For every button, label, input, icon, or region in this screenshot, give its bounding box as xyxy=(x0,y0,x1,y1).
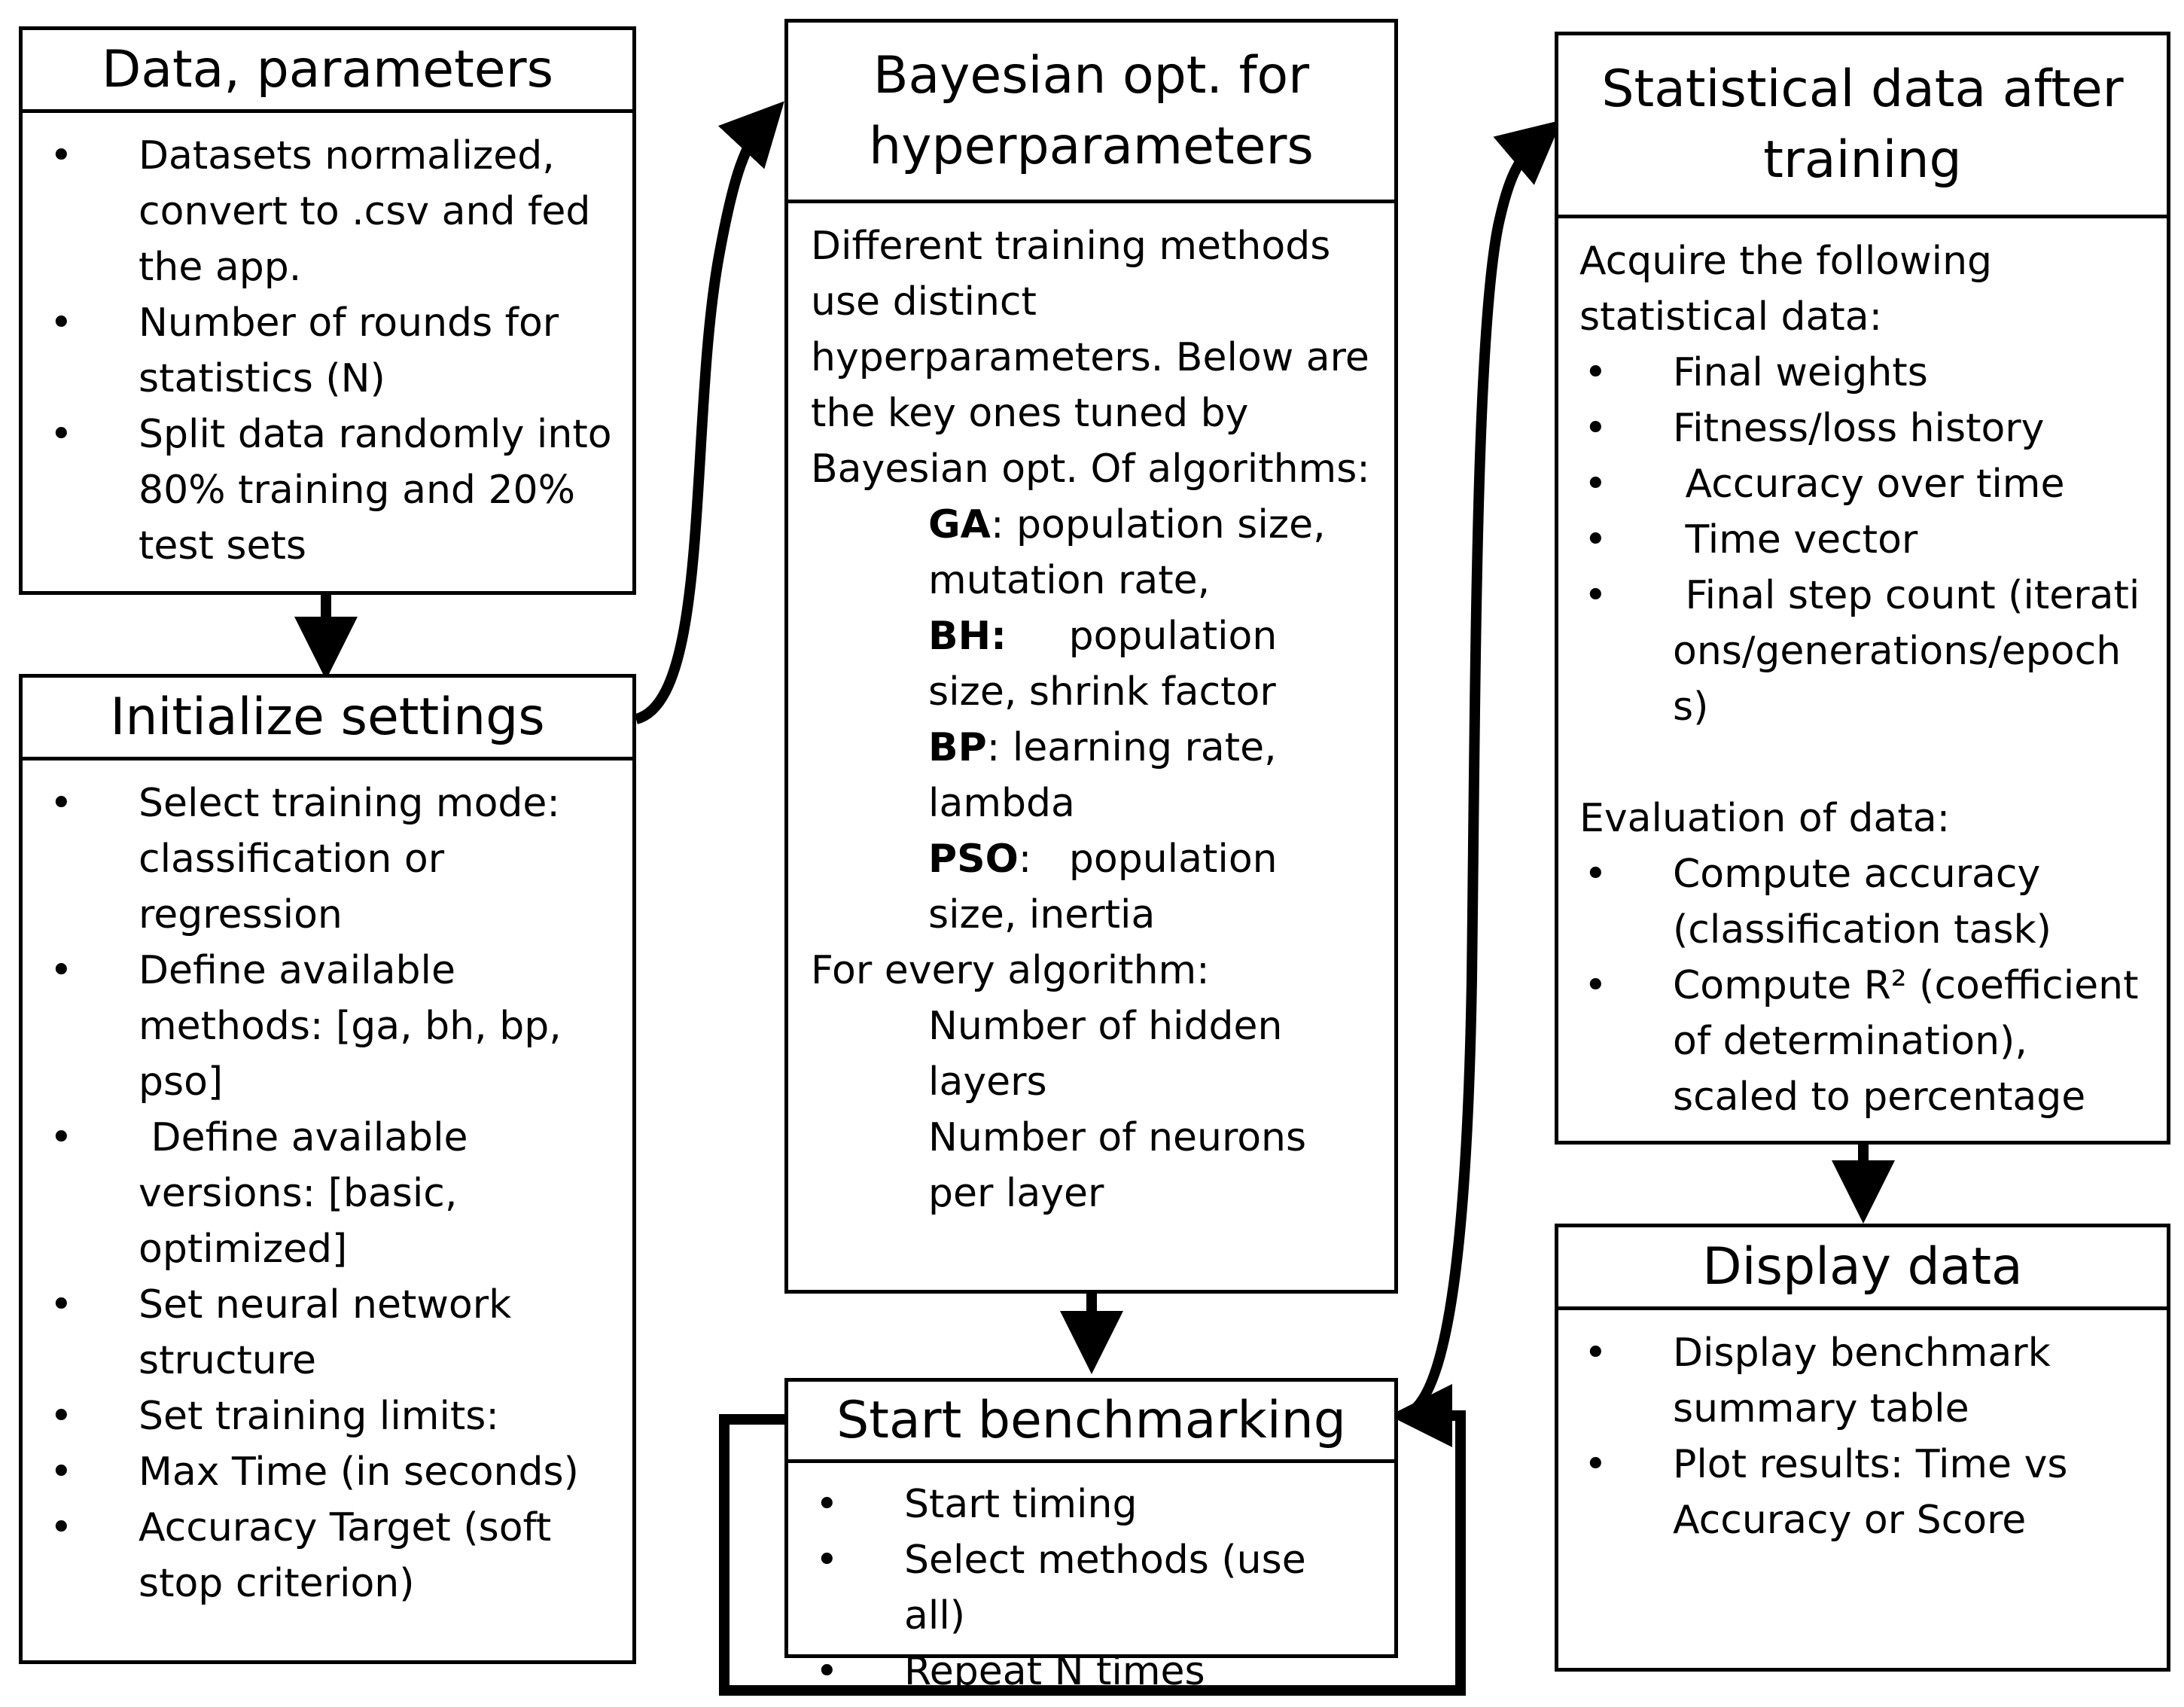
data-parameters-title: Data, parameters xyxy=(23,30,632,113)
arrow-bench-to-stats xyxy=(1402,120,1562,1421)
list-item: •Plot results: Time vs Accuracy or Score xyxy=(1584,1442,2068,1543)
algorithm-bp: BP: learning rate, lambda xyxy=(928,725,1277,826)
initialize-settings-title: Initialize settings xyxy=(23,678,632,761)
list-item: • Final step count (iterations/generatio… xyxy=(1584,573,2140,730)
list-item: •Split data randomly into 80% training a… xyxy=(50,412,612,568)
list-item: • Accuracy over time xyxy=(1584,462,2065,507)
list-item: •Datasets normalized, convert to .csv an… xyxy=(50,133,591,290)
display-data-box: Display data •Display benchmark summary … xyxy=(1555,1224,2170,1672)
initialize-settings-list: •Select training mode: classification or… xyxy=(45,776,614,1611)
list-item: •Final weights xyxy=(1584,350,1928,395)
algorithm-pso: PSO: population size, inertia xyxy=(928,837,1278,937)
repeat-loop-bracket xyxy=(719,1384,1466,1696)
statistical-data-title: Statistical data after training xyxy=(1558,35,2167,218)
list-item: •Compute R² (coefficient of determinatio… xyxy=(1584,963,2139,1120)
list-item: • Time vector xyxy=(1584,517,1918,562)
every-item-hidden-layers: Number of hidden layers xyxy=(928,1004,1283,1105)
list-item: •Define available methods: [ga, bh, bp, … xyxy=(50,948,562,1105)
list-item: •Number of rounds for statistics (N) xyxy=(50,300,559,401)
data-parameters-box: Data, parameters •Datasets normalized, c… xyxy=(19,26,636,595)
initialize-settings-box: Initialize settings •Select training mod… xyxy=(19,674,636,1664)
bayesian-intro: Different training methods use distinct … xyxy=(811,224,1370,492)
display-data-list: •Display benchmark summary table •Plot r… xyxy=(1579,1325,2149,1548)
every-algorithm-label: For every algorithm: xyxy=(811,948,1210,993)
every-item-neurons: Number of neurons per layer xyxy=(928,1115,1307,1216)
list-item: •Set training limits: xyxy=(50,1394,499,1439)
list-item: •Set neural network structure xyxy=(50,1282,512,1383)
list-item: •Repeat N times xyxy=(815,1649,1205,1694)
list-item: •Fitness/loss history xyxy=(1584,406,2045,451)
display-data-title: Display data xyxy=(1558,1227,2167,1310)
start-benchmarking-box: Start benchmarking •Start timing •Select… xyxy=(784,1378,1398,1694)
list-item: •Compute accuracy (classification task) xyxy=(1584,852,2051,953)
arrow-init-to-bayes xyxy=(634,101,784,724)
start-benchmarking-list: •Start timing •Select methods (use all) … xyxy=(811,1477,1376,1699)
list-item: •Select training mode: classification or… xyxy=(50,781,560,937)
list-item: •Max Time (in seconds) xyxy=(50,1449,579,1495)
list-item: •Display benchmark summary table xyxy=(1584,1331,2051,1431)
statistical-intro: Acquire the following statistical data: xyxy=(1579,239,1993,340)
list-item: • Define available versions: [basic, opt… xyxy=(50,1115,481,1272)
statistical-data-box: Statistical data after training Acquire … xyxy=(1555,32,2170,1145)
bayesian-opt-title: Bayesian opt. for hyperparameters xyxy=(788,23,1394,203)
evaluation-list: •Compute accuracy (classification task) … xyxy=(1579,846,2149,1125)
start-benchmarking-title: Start benchmarking xyxy=(788,1382,1394,1463)
evaluation-label: Evaluation of data: xyxy=(1579,796,1951,841)
algorithm-bh: BH: population size, shrink factor xyxy=(928,614,1278,715)
list-item: •Select methods (use all) xyxy=(815,1538,1306,1638)
list-item: •Accuracy Target (soft stop criterion) xyxy=(50,1505,552,1606)
list-item: •Start timing xyxy=(815,1482,1138,1527)
statistical-list: •Final weights •Fitness/loss history • A… xyxy=(1579,345,2149,735)
data-parameters-list: •Datasets normalized, convert to .csv an… xyxy=(45,128,614,574)
bayesian-opt-box: Bayesian opt. for hyperparameters Differ… xyxy=(784,19,1398,1294)
algorithm-ga: GA: population size, mutation rate, xyxy=(928,502,1326,603)
